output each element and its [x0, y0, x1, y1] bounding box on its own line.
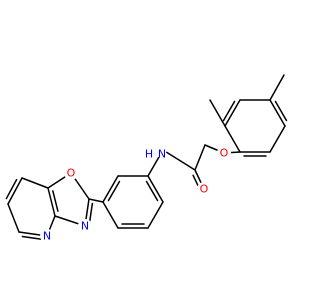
bond	[147, 201, 164, 229]
atom-o-oxazole-label: O	[67, 167, 76, 180]
bond	[274, 100, 288, 122]
atom-n-pyridine-label: N	[43, 230, 51, 243]
bond	[107, 180, 121, 202]
bond	[21, 177, 49, 189]
atom-o-ether: O	[217, 146, 231, 160]
bond	[209, 99, 226, 127]
atom-label-layer: O O N H O N N	[40, 141, 231, 243]
bond	[52, 190, 59, 212]
bond	[88, 202, 94, 224]
bond	[47, 187, 56, 217]
atom-n-amide: N H	[145, 141, 167, 161]
bond	[102, 175, 119, 203]
atom-o-carbonyl-label: O	[200, 183, 209, 196]
bond	[7, 203, 20, 233]
bond-layer	[5, 74, 288, 241]
bond	[145, 180, 159, 202]
bond	[222, 100, 236, 122]
bond	[7, 177, 23, 205]
atom-n-amide-label: N	[158, 148, 166, 161]
bond	[102, 201, 119, 229]
atom-o-carbonyl: O	[197, 182, 211, 196]
atom-n-oxazole-label: N	[81, 220, 89, 233]
bond	[194, 144, 206, 171]
bond	[224, 125, 241, 153]
atom-h-amide-label: H	[145, 148, 153, 161]
bond	[21, 235, 44, 241]
bond	[88, 198, 104, 203]
bond	[269, 99, 286, 127]
bond	[224, 99, 241, 127]
bond	[147, 175, 164, 203]
bond	[192, 174, 200, 188]
bond	[162, 149, 196, 171]
atom-n-pyridine: N	[40, 229, 54, 243]
atom-o-oxazole: O	[64, 166, 78, 180]
structure-diagram: O O N H O N N	[5, 74, 288, 243]
bond	[269, 74, 285, 101]
atom-n-oxazole: N	[78, 219, 92, 233]
atom-o-ether-label: O	[220, 147, 229, 160]
bond	[269, 125, 286, 153]
bond	[5, 178, 18, 200]
